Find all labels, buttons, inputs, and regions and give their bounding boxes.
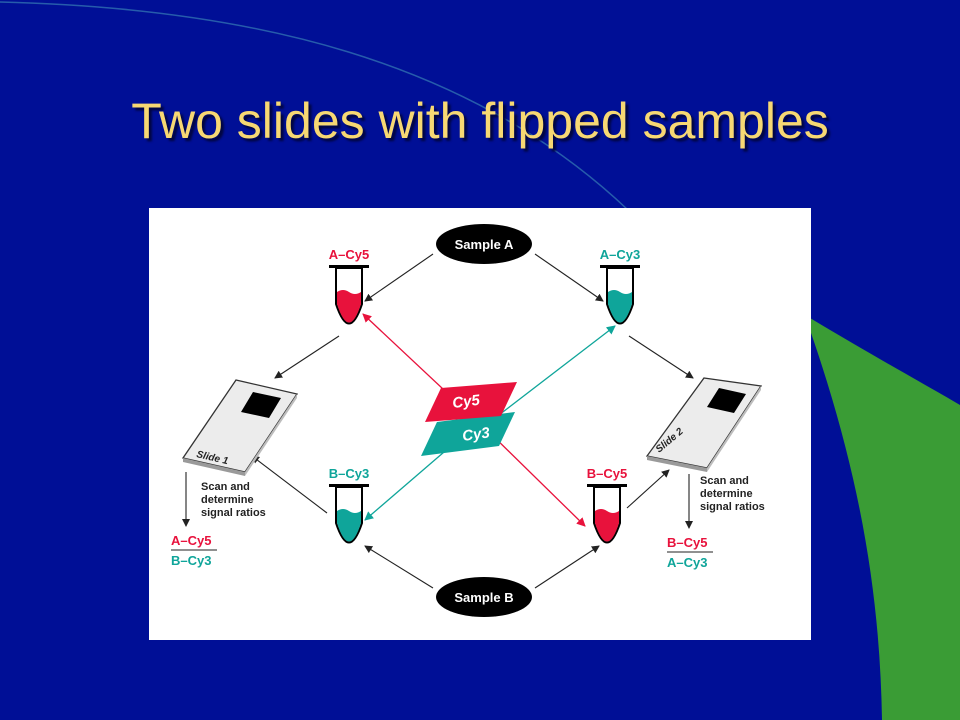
arrow-sample-a-to-a-cy5 — [364, 253, 434, 302]
arrow-sample-b-to-b-cy5 — [534, 545, 600, 589]
tube-a-cy3: A–Cy3 — [600, 247, 640, 325]
arrow-a-cy5-to-slide1 — [274, 335, 340, 379]
tube-a-cy3-label: A–Cy3 — [600, 247, 640, 262]
scan-text-right-line2: determine — [700, 488, 753, 500]
sample-a-node: Sample A — [436, 224, 532, 264]
arrow-sample-b-to-b-cy3 — [364, 545, 434, 589]
tube-a-cy5: A–Cy5 — [329, 247, 369, 325]
ratio-right-numerator: B–Cy5 — [667, 535, 707, 550]
sample-a-label: Sample A — [455, 237, 514, 252]
tube-a-cy5-label: A–Cy5 — [329, 247, 369, 262]
ratio-left-denominator: B–Cy3 — [171, 553, 211, 568]
sample-b-label: Sample B — [454, 590, 513, 605]
cy3-arrow-to-b-cy3 — [364, 445, 452, 521]
dye-swap-diagram: Cy3 Cy5 Sample A Sample B A–Cy5 A–Cy3 — [171, 224, 765, 617]
dye-card-cy3: Cy3 — [421, 412, 515, 456]
ratio-left-numerator: A–Cy5 — [171, 533, 211, 548]
arrow-a-cy3-to-slide2 — [628, 335, 694, 379]
slide-2: Slide 2 — [645, 377, 763, 472]
flow-arrows — [182, 253, 694, 589]
scan-text-left-line1: Scan and — [201, 481, 250, 493]
arrow-b-cy3-to-slide1 — [251, 455, 328, 514]
dye-card-cy5: Cy5 — [425, 382, 517, 422]
slide-1: Slide 1 — [181, 379, 299, 476]
sample-b-node: Sample B — [436, 577, 532, 617]
tube-b-cy5: B–Cy5 — [587, 466, 627, 544]
cy5-arrow-to-b-cy5 — [486, 429, 586, 527]
green-swoosh — [810, 318, 960, 720]
dye-cy5-label: Cy5 — [451, 392, 481, 412]
tube-b-cy3: B–Cy3 — [329, 466, 369, 544]
scan-text-left-line3: signal ratios — [201, 507, 266, 519]
tube-b-cy3-label: B–Cy3 — [329, 466, 369, 481]
figure-panel: Cy3 Cy5 Sample A Sample B A–Cy5 A–Cy3 — [149, 208, 811, 640]
swoosh-line — [0, 1, 629, 211]
scan-text-right: Scan and determine signal ratios — [700, 475, 765, 513]
scan-text-right-line3: signal ratios — [700, 501, 765, 513]
dye-cy3-label: Cy3 — [461, 424, 491, 445]
ratio-right: B–Cy5 A–Cy3 — [667, 535, 713, 570]
slide-title: Two slides with flipped samples — [131, 93, 829, 149]
ratio-left: A–Cy5 B–Cy3 — [171, 533, 217, 568]
arrow-b-cy5-to-slide2 — [626, 469, 670, 509]
cy3-arrow-to-a-cy3 — [494, 325, 616, 419]
scan-text-left: Scan and determine signal ratios — [201, 481, 266, 519]
arrow-sample-a-to-a-cy3 — [534, 253, 604, 302]
tube-b-cy5-label: B–Cy5 — [587, 466, 627, 481]
scan-text-right-line1: Scan and — [700, 475, 749, 487]
ratio-right-denominator: A–Cy3 — [667, 555, 707, 570]
scan-text-left-line2: determine — [201, 494, 254, 506]
